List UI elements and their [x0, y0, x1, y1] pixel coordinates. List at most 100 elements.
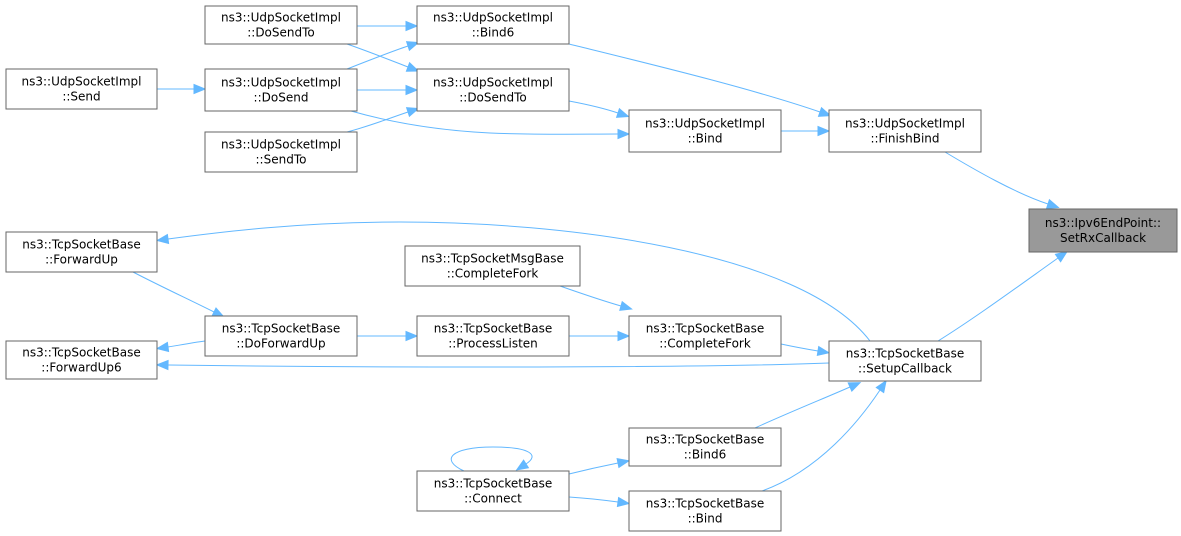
node-label-line: ::FinishBind: [870, 132, 939, 146]
arrowhead: [405, 61, 420, 72]
node-udp-finishbind[interactable]: ns3::UdpSocketImpl::FinishBind: [828, 109, 982, 153]
node-tcp-bind[interactable]: ns3::TcpSocketBase::Bind: [628, 490, 782, 532]
edge-line: [944, 151, 1049, 205]
edge-line: [559, 285, 622, 307]
arrowhead: [405, 41, 420, 52]
node-label-line: ::DoSend: [254, 91, 309, 105]
node-label-line: ::ProcessListen: [448, 337, 538, 351]
node-box: [628, 315, 782, 357]
node-tcp-doforwardup[interactable]: ns3::TcpSocketBase::DoForwardUp: [204, 315, 358, 357]
arrowhead: [155, 341, 170, 353]
edge-tcp_bind-to-tcp_setupcallback: [761, 379, 887, 492]
node-udp-bind6[interactable]: ns3::UdpSocketImpl::Bind6: [416, 5, 570, 45]
edge-tcp_connect-to-tcp_bind6: [568, 457, 631, 475]
node-box: [1028, 208, 1178, 253]
edge-udp_dosendto_left-to-udp_dosendto_mid: [346, 43, 420, 72]
edge-udp_bind6-to-udp_finishbind: [568, 43, 832, 117]
node-box: [5, 231, 158, 273]
node-box: [404, 245, 581, 287]
edge-tcp_connect-to-tcp_bind: [568, 496, 631, 508]
arrowhead: [155, 359, 169, 371]
arrowhead: [617, 128, 631, 140]
edges-layer: [132, 20, 1069, 508]
edge-line: [132, 271, 215, 313]
node-box: [204, 131, 358, 173]
arrowhead: [193, 83, 207, 95]
arrowhead: [615, 107, 630, 118]
node-label-line: ::Send: [62, 90, 100, 104]
node-box: [628, 427, 782, 467]
node-box: [416, 315, 570, 357]
node-udp-dosendto-mid[interactable]: ns3::UdpSocketImpl::DoSendTo: [416, 68, 570, 112]
node-box: [416, 470, 570, 512]
node-udp-dosend[interactable]: ns3::UdpSocketImpl::DoSend: [204, 68, 358, 112]
node-label-line: ns3::UdpSocketImpl: [22, 75, 142, 89]
edge-tcp_setupcallback-to-tcp_forwardup6: [155, 359, 830, 371]
edge-line: [346, 43, 409, 68]
node-box: [416, 5, 570, 45]
node-label-line: ::DoForwardUp: [236, 337, 325, 351]
node-label-line: ns3::TcpSocketBase: [434, 322, 552, 336]
edge-line: [167, 340, 206, 348]
node-box: [5, 68, 158, 110]
arrowhead: [816, 345, 831, 357]
node-tcp-completefork[interactable]: ns3::TcpSocketBase::CompleteFork: [628, 315, 782, 357]
node-udp-sendto[interactable]: ns3::UdpSocketImpl::SendTo: [204, 131, 358, 173]
edge-tcp_processlisten-to-tcp_completefork: [569, 330, 631, 342]
edge-tcp_setupcallback-to-tcp_forwardup: [155, 221, 871, 342]
node-udp-dosendto-left[interactable]: ns3::UdpSocketImpl::DoSendTo: [204, 5, 358, 45]
arrowhead: [817, 106, 832, 117]
node-label-line: ns3::TcpSocketBase: [222, 322, 340, 336]
arrowhead: [1054, 250, 1069, 263]
node-label-line: ns3::TcpSocketBase: [646, 433, 764, 447]
node-label-line: ::CompleteFork: [659, 337, 751, 351]
node-label-line: ::ForwardUp6: [41, 361, 121, 375]
node-label-line: ::Connect: [464, 492, 522, 506]
node-udp-bind[interactable]: ns3::UdpSocketImpl::Bind: [628, 109, 782, 153]
node-box: [204, 5, 358, 45]
edge-line: [350, 110, 619, 135]
node-label-line: ns3::UdpSocketImpl: [845, 117, 965, 131]
node-tcpmsg-completefork[interactable]: ns3::TcpSocketMsgBase::CompleteFork: [404, 245, 581, 287]
node-label-line: ns3::TcpSocketBase: [646, 497, 764, 511]
edge-tcp_doforwardup-to-tcp_processlisten: [357, 330, 419, 342]
node-label-line: ::SendTo: [256, 153, 307, 167]
node-tcp-bind6[interactable]: ns3::TcpSocketBase::Bind6: [628, 427, 782, 467]
node-label-line: ::Bind6: [472, 26, 515, 40]
edge-line: [568, 462, 619, 475]
edge-line: [754, 386, 851, 429]
edge-line: [780, 343, 819, 352]
node-box: [204, 68, 358, 112]
edge-udp_dosendto_mid-to-udp_bind: [568, 100, 630, 118]
edge-udp_send-to-udp_dosend: [157, 83, 207, 95]
node-tcp-connect[interactable]: ns3::TcpSocketBase::Connect: [416, 470, 570, 512]
edge-udp_bind-to-udp_finishbind: [781, 125, 831, 137]
node-tcp-forwardup[interactable]: ns3::TcpSocketBase::ForwardUp: [5, 231, 158, 273]
edge-udp_finishbind-to-root: [944, 151, 1060, 209]
node-root[interactable]: ns3::Ipv6EndPoint::SetRxCallback: [1028, 208, 1178, 253]
edge-udp_dosend-to-udp_bind6: [346, 41, 420, 70]
node-tcp-forwardup6[interactable]: ns3::TcpSocketBase::ForwardUp6: [5, 340, 158, 380]
arrowhead: [515, 459, 530, 471]
arrowhead: [847, 382, 862, 392]
node-box: [5, 340, 158, 380]
edge-udp_dosendto_left-to-udp_bind6: [357, 20, 419, 32]
node-box: [828, 340, 982, 382]
edge-udp_sendto-to-udp_dosendto_mid: [346, 107, 420, 133]
node-label-line: ::CompleteFork: [447, 267, 539, 281]
node-label-line: ns3::UdpSocketImpl: [221, 138, 341, 152]
node-label-line: ns3::UdpSocketImpl: [433, 11, 553, 25]
node-label-line: ::DoSendTo: [247, 26, 315, 40]
node-label-line: ns3::TcpSocketBase: [846, 347, 964, 361]
node-box: [628, 109, 782, 153]
node-label-line: ns3::TcpSocketBase: [22, 346, 140, 360]
node-tcp-setupcallback[interactable]: ns3::TcpSocketBase::SetupCallback: [828, 340, 982, 382]
node-udp-send[interactable]: ns3::UdpSocketImpl::Send: [5, 68, 158, 110]
edge-udp_dosend-to-udp_dosendto_mid: [357, 84, 419, 96]
node-tcp-processlisten[interactable]: ns3::TcpSocketBase::ProcessListen: [416, 315, 570, 357]
node-label-line: ns3::UdpSocketImpl: [221, 76, 341, 90]
edge-line: [346, 111, 409, 133]
arrowhead: [616, 457, 631, 469]
node-label-line: ns3::UdpSocketImpl: [433, 76, 553, 90]
arrowhead: [619, 300, 633, 311]
